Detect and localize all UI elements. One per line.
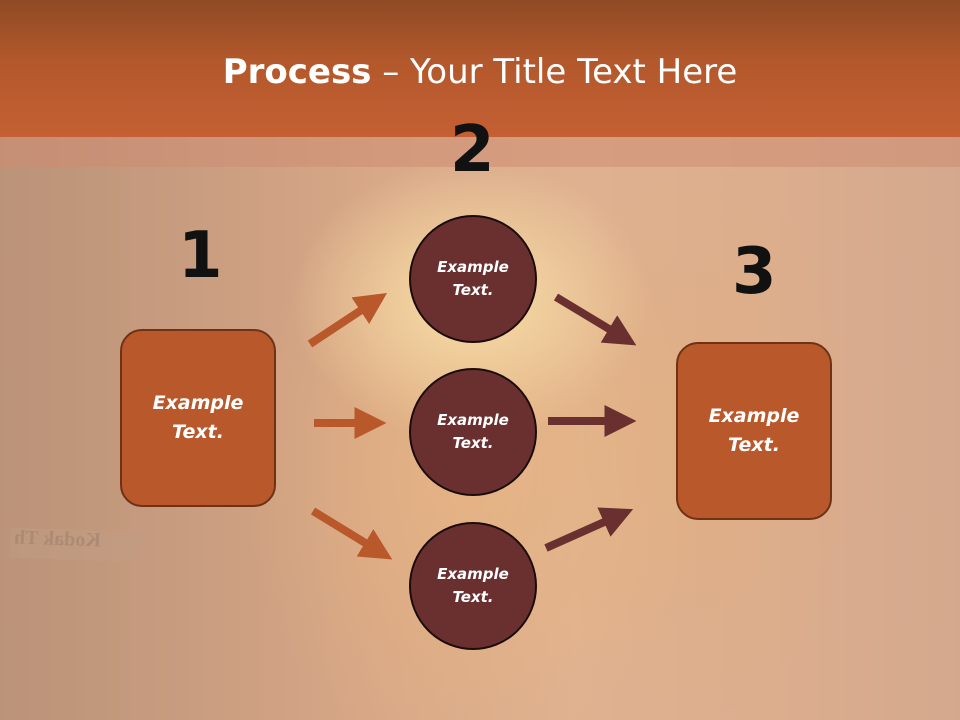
right-step-box: Example Text. bbox=[676, 342, 832, 520]
step-number-3: 3 bbox=[732, 235, 777, 309]
right-step-label: Example Text. bbox=[708, 405, 800, 456]
left-step-box: Example Text. bbox=[120, 329, 276, 507]
arrow-top-to-right bbox=[553, 293, 637, 346]
title-sub-band bbox=[0, 137, 960, 167]
arrow-left-to-top bbox=[307, 293, 388, 348]
title-bold: Process bbox=[222, 52, 372, 92]
circle-bottom-label: Example Text. bbox=[437, 565, 509, 606]
circle-bottom: Example Text. bbox=[409, 522, 537, 650]
arrow-left-to-bottom bbox=[310, 507, 393, 560]
arrow-bottom-to-right bbox=[544, 507, 634, 552]
step-number-1: 1 bbox=[178, 219, 223, 293]
step-number-2: 2 bbox=[450, 113, 495, 187]
title-rest: – Your Title Text Here bbox=[371, 52, 738, 92]
circle-top: Example Text. bbox=[409, 215, 537, 343]
title-band bbox=[0, 0, 960, 137]
circle-middle: Example Text. bbox=[409, 368, 537, 496]
circle-top-label: Example Text. bbox=[437, 258, 509, 299]
left-step-label: Example Text. bbox=[152, 392, 244, 443]
slide-title: Process – Your Title Text Here bbox=[0, 52, 960, 92]
circle-middle-label: Example Text. bbox=[437, 411, 509, 452]
